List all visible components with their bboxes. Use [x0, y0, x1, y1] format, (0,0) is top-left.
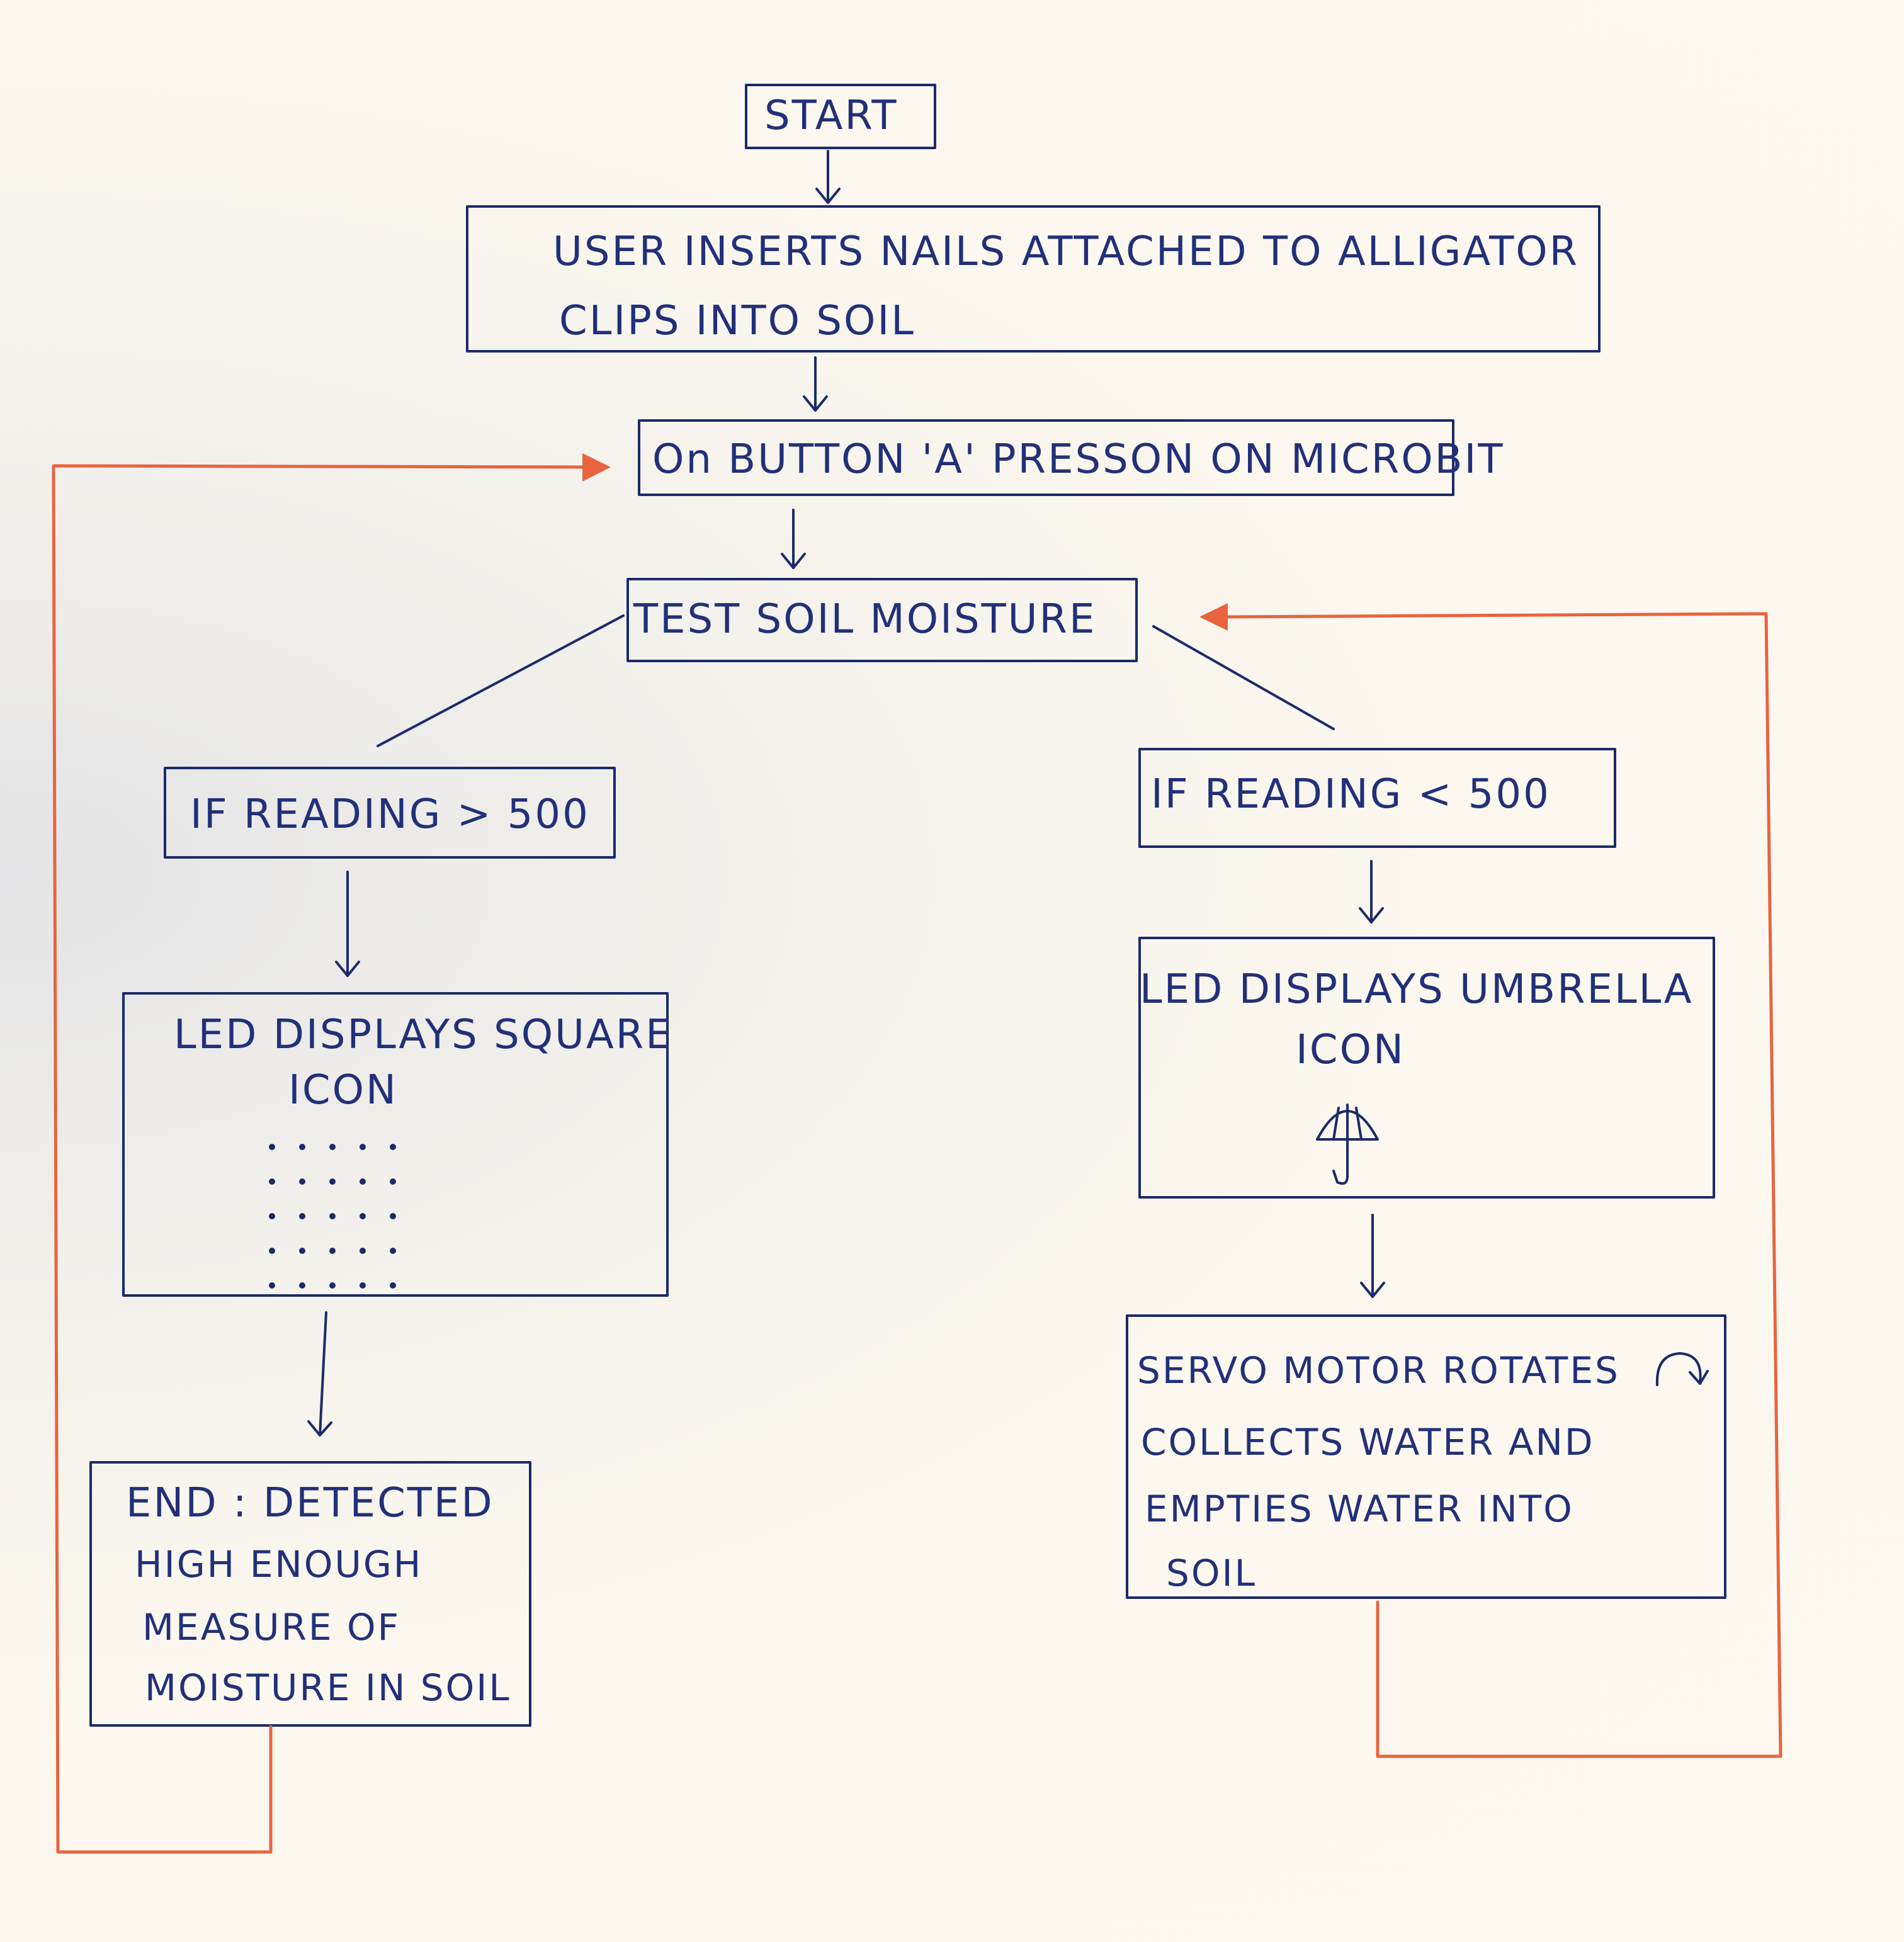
test-moisture-label: TEST SOIL MOISTURE — [633, 596, 1097, 643]
insert-nails-box — [466, 205, 1601, 353]
led-dot — [329, 1282, 336, 1289]
start-label: START — [764, 93, 898, 139]
led-dot — [299, 1282, 305, 1289]
end-label-line1: END : DETECTED — [126, 1480, 494, 1527]
square-led-label-line1: LED DISPLAYS SQUARE — [174, 1012, 673, 1058]
end-box — [89, 1461, 531, 1727]
umbrella-led-box — [1138, 937, 1715, 1199]
test-moisture-box — [626, 578, 1138, 662]
led-dot — [299, 1178, 305, 1185]
if-high-box — [164, 767, 616, 859]
led-dot — [329, 1144, 336, 1150]
led-dot — [269, 1282, 275, 1289]
clockwise-rotate-arrow-icon — [1655, 1352, 1709, 1386]
servo-label-line2: COLLECTS WATER AND — [1141, 1421, 1595, 1464]
led-square-dots-icon — [269, 1144, 396, 1289]
end-label-line3: MEASURE OF — [142, 1606, 401, 1649]
led-dot — [269, 1213, 275, 1219]
led-dot — [299, 1248, 305, 1254]
if-low-label: IF READING < 500 — [1151, 771, 1551, 818]
servo-label-line4: SOIL — [1166, 1552, 1257, 1595]
if-low-box — [1138, 748, 1616, 848]
led-dot — [329, 1178, 336, 1185]
led-dot — [329, 1213, 336, 1219]
square-led-box — [122, 992, 669, 1297]
arrow-insert-to-button — [803, 356, 828, 412]
if-high-label: IF READING > 500 — [190, 791, 590, 838]
led-dot — [360, 1144, 366, 1150]
branch-line-high — [377, 614, 625, 747]
arrow-button-to-test — [781, 509, 806, 569]
led-dot — [269, 1144, 275, 1150]
button-press-box — [638, 419, 1454, 496]
button-press-label: On BUTTON 'A' PRESSON ON MICROBIT — [652, 436, 1505, 483]
start-box — [745, 84, 936, 149]
led-dot — [299, 1144, 305, 1150]
insert-nails-label-line1: USER INSERTS NAILS ATTACHED TO ALLIGATOR — [553, 229, 1580, 275]
led-dot — [269, 1178, 275, 1185]
arrow-start-to-insert — [815, 150, 841, 204]
arrow-square-to-end — [307, 1311, 332, 1437]
servo-box — [1126, 1314, 1726, 1599]
led-dot — [269, 1248, 275, 1254]
loop-servo-to-test — [1199, 603, 1782, 1758]
led-dot — [360, 1213, 366, 1219]
insert-nails-label-line2: CLIPS INTO SOIL — [559, 298, 915, 344]
led-dot — [390, 1282, 396, 1289]
end-label-line2: HIGH ENOUGH — [135, 1543, 423, 1586]
led-dot — [390, 1178, 396, 1185]
umbrella-led-label-line2: ICON — [1296, 1027, 1405, 1073]
led-dot — [360, 1282, 366, 1289]
arrow-umbrella-to-servo — [1360, 1214, 1385, 1298]
square-led-label-line2: ICON — [288, 1067, 398, 1114]
umbrella-led-label-line1: LED DISPLAYS UMBRELLA — [1140, 966, 1694, 1013]
umbrella-icon — [1316, 1104, 1379, 1185]
branch-line-low — [1152, 625, 1335, 730]
led-dot — [390, 1248, 396, 1254]
loop-end-to-button — [52, 453, 611, 1854]
arrow-if-low-to-umbrella — [1359, 860, 1384, 923]
led-dot — [329, 1248, 336, 1254]
end-label-line4: MOISTURE IN SOIL — [145, 1666, 511, 1709]
led-dot — [390, 1144, 396, 1150]
servo-label-line3: EMPTIES WATER INTO — [1145, 1488, 1574, 1530]
led-dot — [360, 1178, 366, 1185]
servo-label-line1: SERVO MOTOR ROTATES — [1137, 1349, 1620, 1392]
led-dot — [390, 1213, 396, 1219]
led-dot — [360, 1248, 366, 1254]
led-dot — [299, 1213, 305, 1219]
arrow-if-high-to-square — [335, 871, 360, 977]
